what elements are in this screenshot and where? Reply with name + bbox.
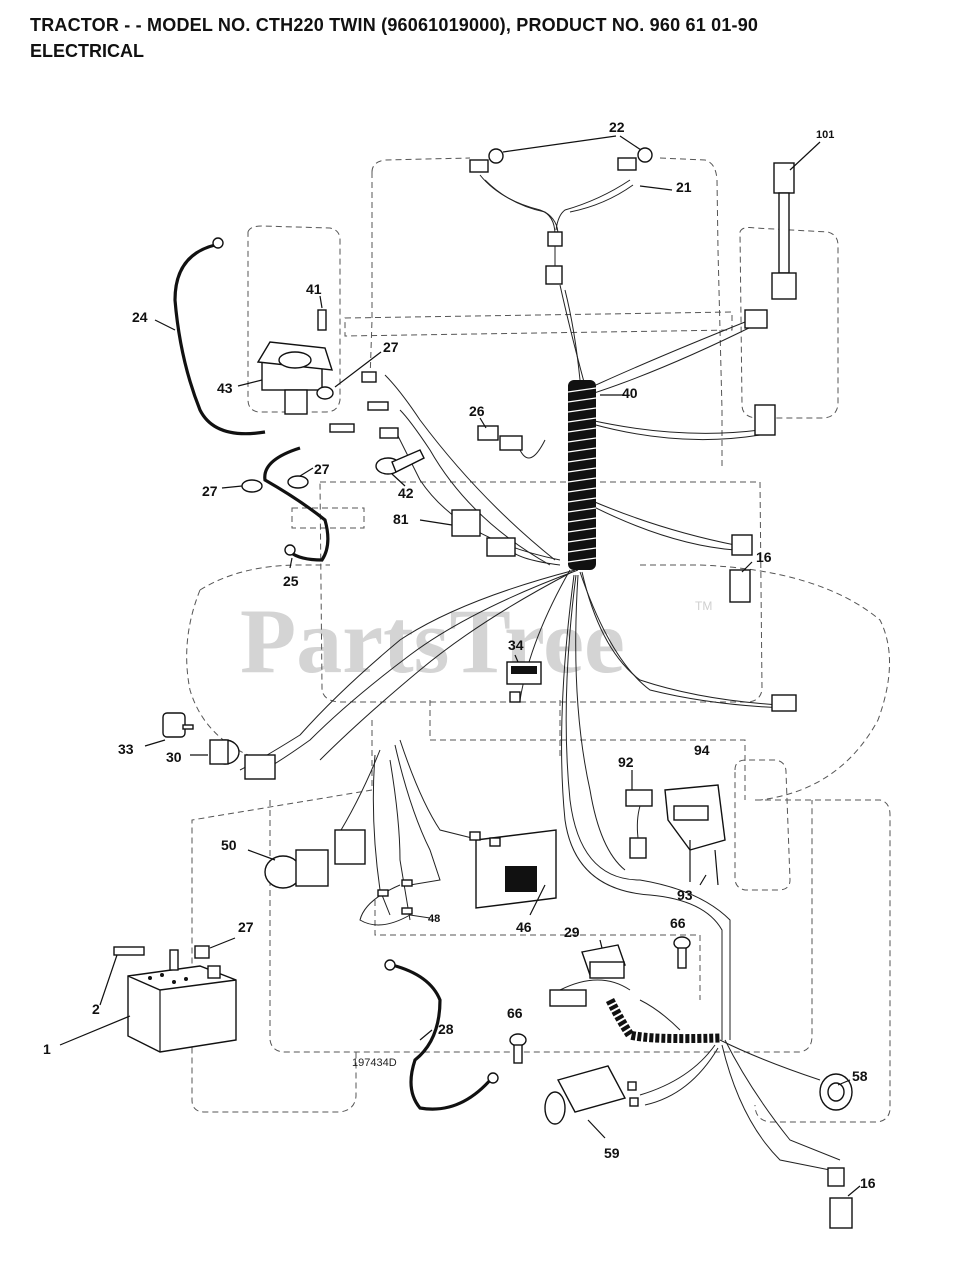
side-connector	[754, 404, 776, 436]
nut-27-right	[287, 475, 309, 489]
battery-cable-28	[391, 963, 494, 1111]
bracket-94	[664, 784, 726, 851]
adapter-plug-bottom	[771, 272, 797, 300]
battery-1	[127, 949, 237, 1053]
terminal-clip	[379, 427, 399, 439]
callout-66-upper: 66	[670, 915, 686, 931]
callout-28: 28	[438, 1021, 454, 1037]
callout-66-lower: 66	[507, 1005, 523, 1021]
callout-27-right: 27	[314, 461, 330, 477]
headlamp-left	[469, 148, 504, 173]
callout-labels: 22 21 101 24 41 43 27 27 27 25 40 26 42 …	[43, 119, 876, 1191]
connector-26a	[477, 425, 499, 441]
terminal-boot-2	[367, 401, 389, 411]
callout-58: 58	[852, 1068, 868, 1084]
callout-94: 94	[694, 742, 710, 758]
headlight-connector-mate	[545, 265, 563, 285]
callout-93: 93	[677, 887, 693, 903]
callout-25: 25	[283, 573, 299, 589]
ignition-switch-30	[209, 739, 276, 780]
cable-24-terminal	[212, 237, 224, 249]
module-59	[544, 1065, 639, 1125]
connector-small-2	[489, 837, 501, 847]
callout-27-top: 27	[383, 339, 399, 355]
headlamp-right	[617, 147, 653, 171]
ignition-plug	[244, 754, 276, 780]
callout-46: 46	[516, 919, 532, 935]
battery-cable-24	[173, 243, 266, 436]
callout-2: 2	[92, 1001, 100, 1017]
wire-48	[359, 884, 431, 926]
callout-48: 48	[428, 913, 440, 925]
hour-meter-46	[475, 829, 557, 909]
callout-30: 30	[166, 749, 182, 765]
rear-connector	[771, 694, 797, 712]
callout-26: 26	[469, 403, 485, 419]
page-subtitle: ELECTRICAL	[30, 41, 144, 61]
main-wiring-harness	[239, 284, 841, 1171]
callout-81: 81	[393, 511, 409, 527]
bolt-2	[113, 946, 145, 956]
switch-16-bottom	[827, 1167, 853, 1229]
screw-93b	[714, 849, 719, 886]
switch-16-top	[729, 569, 751, 603]
switch-29	[549, 944, 626, 1007]
switch-50-connector	[334, 829, 366, 865]
callout-24: 24	[132, 309, 148, 325]
adapter-plug-top	[773, 162, 795, 194]
watermark-tm: TM	[695, 599, 712, 613]
cable-25-terminal	[284, 544, 296, 556]
connector-small	[469, 831, 481, 841]
key-33	[162, 712, 194, 738]
callout-43: 43	[217, 380, 233, 396]
bolt-41	[317, 309, 327, 331]
callout-92: 92	[618, 754, 634, 770]
relay-81	[451, 509, 516, 557]
leader-lines	[59, 135, 861, 1197]
callout-1: 1	[43, 1041, 51, 1057]
page-title: TRACTOR - - MODEL NO. CTH220 TWIN (96061…	[30, 15, 759, 35]
callout-16-bottom: 16	[860, 1175, 876, 1191]
terminal-boot	[329, 423, 355, 433]
callout-27-left: 27	[202, 483, 218, 499]
adapter-harness-101	[771, 162, 797, 300]
switch-50	[264, 829, 366, 889]
drawing-reference: 197434D	[352, 1057, 397, 1069]
headlight-harness	[469, 147, 653, 285]
interlock-connector	[731, 534, 753, 556]
callout-101: 101	[816, 129, 834, 141]
callout-21: 21	[676, 179, 692, 195]
terminal-27	[361, 371, 377, 383]
callout-40: 40	[622, 385, 638, 401]
nut-27-battery	[194, 945, 210, 959]
part-58	[819, 1073, 853, 1111]
cable-25	[263, 446, 330, 562]
connector-26b	[499, 435, 523, 451]
callout-34: 34	[508, 637, 524, 653]
callout-50: 50	[221, 837, 237, 853]
callout-27-battery: 27	[238, 919, 254, 935]
starter-solenoid-43	[256, 309, 334, 415]
nut-27-left	[241, 479, 263, 493]
bolt-66-upper	[673, 936, 691, 969]
boot-42	[375, 449, 425, 475]
seat-switch-connector	[744, 309, 768, 329]
callout-59: 59	[604, 1145, 620, 1161]
callout-33: 33	[118, 741, 134, 757]
nut-27	[316, 386, 334, 400]
harness-coil	[567, 380, 597, 570]
switch-92	[625, 789, 653, 859]
callout-42: 42	[398, 485, 414, 501]
callout-41: 41	[306, 281, 322, 297]
callout-22: 22	[609, 119, 625, 135]
relay-socket	[486, 537, 516, 557]
switch-34	[506, 661, 542, 703]
bolt-66-lower	[509, 1033, 527, 1064]
callout-29: 29	[564, 924, 580, 940]
callout-16-top: 16	[756, 549, 772, 565]
headlight-connector	[547, 231, 563, 247]
watermark-text: PartsTree	[240, 590, 625, 692]
